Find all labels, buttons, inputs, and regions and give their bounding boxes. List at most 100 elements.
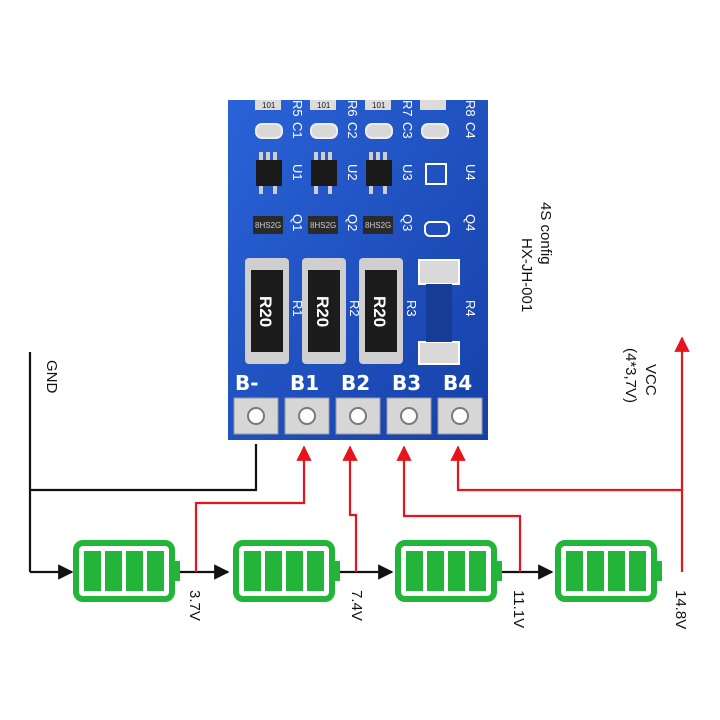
silk-label-r1: R1 [290, 300, 305, 317]
capacitor [365, 123, 393, 139]
small-resistor-code: 101 [372, 101, 386, 110]
pad-label-b2: B2 [341, 371, 370, 395]
battery-bar [126, 551, 143, 591]
battery-bar [105, 551, 122, 591]
config-label-line2: HX-JH-001 [518, 238, 535, 312]
mosfet-code: 8HS2G [310, 221, 336, 230]
battery-bar [566, 551, 583, 591]
capacitor-row: C1 C2 C3 C4 [255, 122, 478, 139]
smd-resistor [255, 100, 281, 110]
voltage-label-cell2: 7.4V [348, 590, 365, 621]
voltage-label-cell1: 3.7V [186, 590, 203, 621]
battery-cell-2 [233, 540, 340, 602]
battery-bar [469, 551, 486, 591]
mosfet [424, 221, 450, 237]
r4-pad-bottom [418, 341, 460, 365]
pad-label-b3: B3 [392, 371, 421, 395]
battery-bar [406, 551, 423, 591]
solder-pads [233, 397, 483, 435]
gnd-label: GND [43, 360, 60, 394]
battery-bar [587, 551, 604, 591]
ground-wiring [28, 352, 554, 580]
battery-bar [84, 551, 101, 591]
small-resistor-code: 101 [317, 101, 331, 110]
pad-label-b-minus: B- [235, 371, 259, 395]
silk-label-c3: C3 [400, 122, 415, 139]
silk-top-labels: R5 R6 R7 R8 [290, 100, 478, 117]
battery-bar [608, 551, 625, 591]
config-label-line1: 4S config [537, 202, 554, 265]
silk-label-u4: U4 [463, 164, 478, 181]
battery-bar [244, 551, 261, 591]
battery-bar [147, 551, 164, 591]
battery-cell-1 [73, 540, 180, 602]
pad-labels: B- B1 B2 B3 B4 [235, 371, 472, 395]
battery-bar [629, 551, 646, 591]
mosfet [363, 216, 393, 234]
mosfet [253, 216, 283, 234]
silk-label-r5: R5 [290, 100, 305, 117]
battery-terminal [172, 561, 180, 581]
silk-label-u2: U2 [345, 164, 360, 181]
balance-resistor-r3-body [365, 270, 397, 352]
silk-label-q3: Q3 [400, 214, 415, 231]
resistor-code: R20 [256, 296, 275, 327]
pad-hole [247, 407, 265, 425]
battery-bar [427, 551, 444, 591]
capacitor [421, 123, 449, 139]
wire-b2 [342, 445, 358, 572]
resistor-code: R20 [370, 296, 389, 327]
smd-resistor [420, 100, 446, 110]
voltage-label-cell4: 14.8V [672, 590, 689, 629]
battery-bar [286, 551, 303, 591]
silk-label-r7: R7 [400, 100, 415, 117]
small-resistor-code: 101 [262, 101, 276, 110]
silk-label-u3: U3 [400, 164, 415, 181]
ic-chip [311, 160, 337, 186]
wire-b1 [194, 445, 312, 572]
pad-hole [349, 407, 367, 425]
r4-body [426, 284, 452, 342]
silk-label-u1: U1 [290, 164, 305, 181]
battery-bar [265, 551, 282, 591]
ic-chip [366, 160, 392, 186]
balance-wiring [194, 336, 690, 572]
battery-terminal [654, 561, 662, 581]
capacitor [310, 123, 338, 139]
vcc-label-line1: VCC [642, 364, 659, 396]
voltage-label-cell3: 11.1V [510, 590, 527, 628]
battery-cell-4 [555, 540, 662, 602]
ic-row: U1 U2 U3 U4 [256, 152, 478, 194]
ic-chip [256, 160, 282, 186]
silk-label-q2: Q2 [345, 214, 360, 231]
bms-board: 101 101 101 R5 R6 R7 R8 C1 C2 C3 C4 [228, 100, 488, 440]
capacitor [255, 123, 283, 139]
pad-hole [451, 407, 469, 425]
top-resistor-row: 101 101 101 [255, 100, 446, 110]
balance-resistors: R20 R20 R20 R1 R2 R3 R4 [245, 258, 478, 365]
mosfet-code: 8HS2G [365, 221, 391, 230]
r4-pad-top [418, 259, 460, 285]
balance-resistor-r1-body [251, 270, 283, 352]
balance-resistor-r2-body [308, 270, 340, 352]
battery-cell-3 [395, 540, 502, 602]
wire-b3 [396, 445, 522, 572]
gnd-wire-to-board [30, 444, 258, 492]
vcc-label-line2: (4*3,7V) [622, 348, 639, 403]
ic-chip [425, 163, 447, 185]
silk-label-r2: R2 [347, 300, 362, 317]
pad-hole [298, 407, 316, 425]
ic-pins [259, 152, 387, 194]
battery-terminal [494, 561, 502, 581]
battery-bar [307, 551, 324, 591]
silk-label-c2: C2 [345, 122, 360, 139]
battery-terminal [332, 561, 340, 581]
mosfet-row: 8HS2G 8HS2G 8HS2G Q1 Q2 Q3 Q4 [253, 214, 478, 237]
battery-pack [73, 540, 662, 602]
mosfet-code: 8HS2G [255, 221, 281, 230]
annotations: GND 4S config HX-JH-001 VCC (4*3,7V) 3.7… [43, 202, 689, 629]
mosfet [308, 216, 338, 234]
silk-label-q1: Q1 [290, 214, 305, 231]
smd-resistor [310, 100, 336, 110]
